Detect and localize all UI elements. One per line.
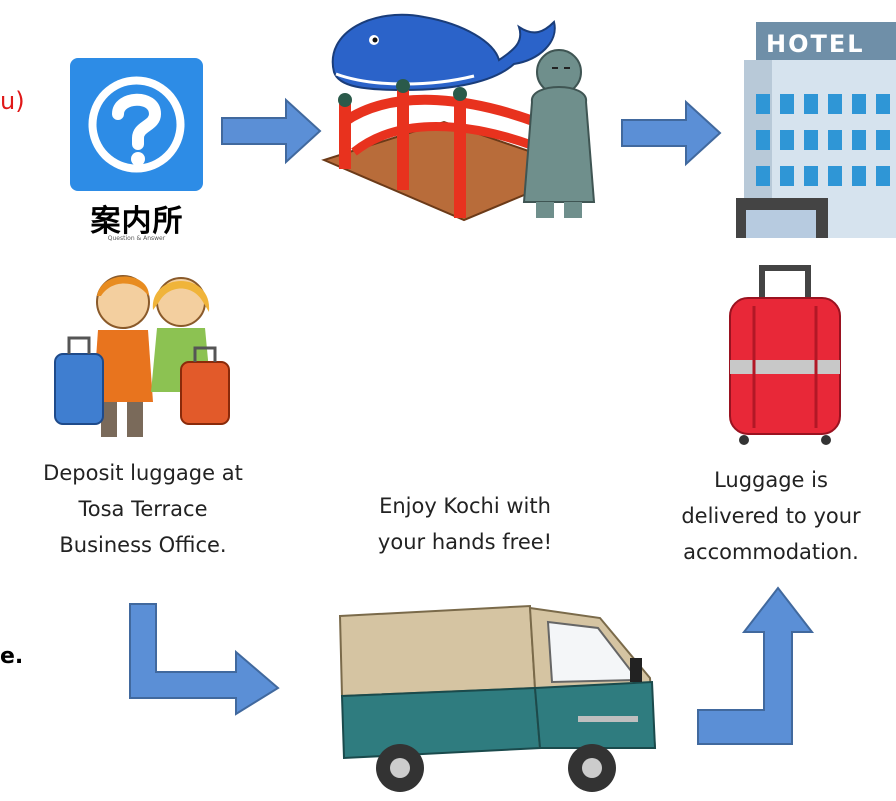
arrow-right-icon-2 (621, 99, 722, 167)
suitcase-icon (729, 265, 841, 445)
clipped-text-top: u) (0, 87, 25, 115)
enjoy-caption-line-2: your hands free! (377, 530, 553, 554)
clipped-text-bottom: e. (0, 644, 24, 669)
info-office-label: 案内所 (90, 204, 184, 239)
delivered-caption-line-2: delivered to your (681, 504, 861, 528)
deposit-caption-line-3: Business Office. (59, 533, 227, 557)
enjoy-caption: Enjoy Kochi with your hands free! (340, 488, 590, 560)
arrow-down-right-icon (129, 603, 280, 716)
information-office: 案内所 Question & Answer (70, 58, 203, 243)
whale-bridge-statue-illustration (321, 13, 596, 222)
deposit-caption: Deposit luggage at Tosa Terrace Business… (8, 455, 278, 563)
hotel-sign-text: HOTEL (766, 30, 865, 58)
deposit-caption-line-1: Deposit luggage at (43, 461, 243, 485)
truck-icon (338, 604, 657, 792)
question-mark-icon (70, 58, 203, 191)
info-office-sublabel: Question & Answer (107, 235, 166, 242)
delivered-caption: Luggage is delivered to your accommodati… (652, 462, 890, 570)
arrow-up-right-icon (697, 586, 815, 745)
enjoy-caption-line-1: Enjoy Kochi with (379, 494, 551, 518)
arrow-right-icon (221, 97, 322, 165)
statue-icon (522, 49, 596, 218)
hotel-icon: HOTEL (736, 22, 896, 238)
deposit-caption-line-2: Tosa Terrace (78, 497, 208, 521)
whale-icon (331, 13, 556, 92)
delivered-caption-line-1: Luggage is (714, 468, 828, 492)
travelers-icon (54, 275, 230, 437)
delivered-caption-line-3: accommodation. (683, 540, 859, 564)
